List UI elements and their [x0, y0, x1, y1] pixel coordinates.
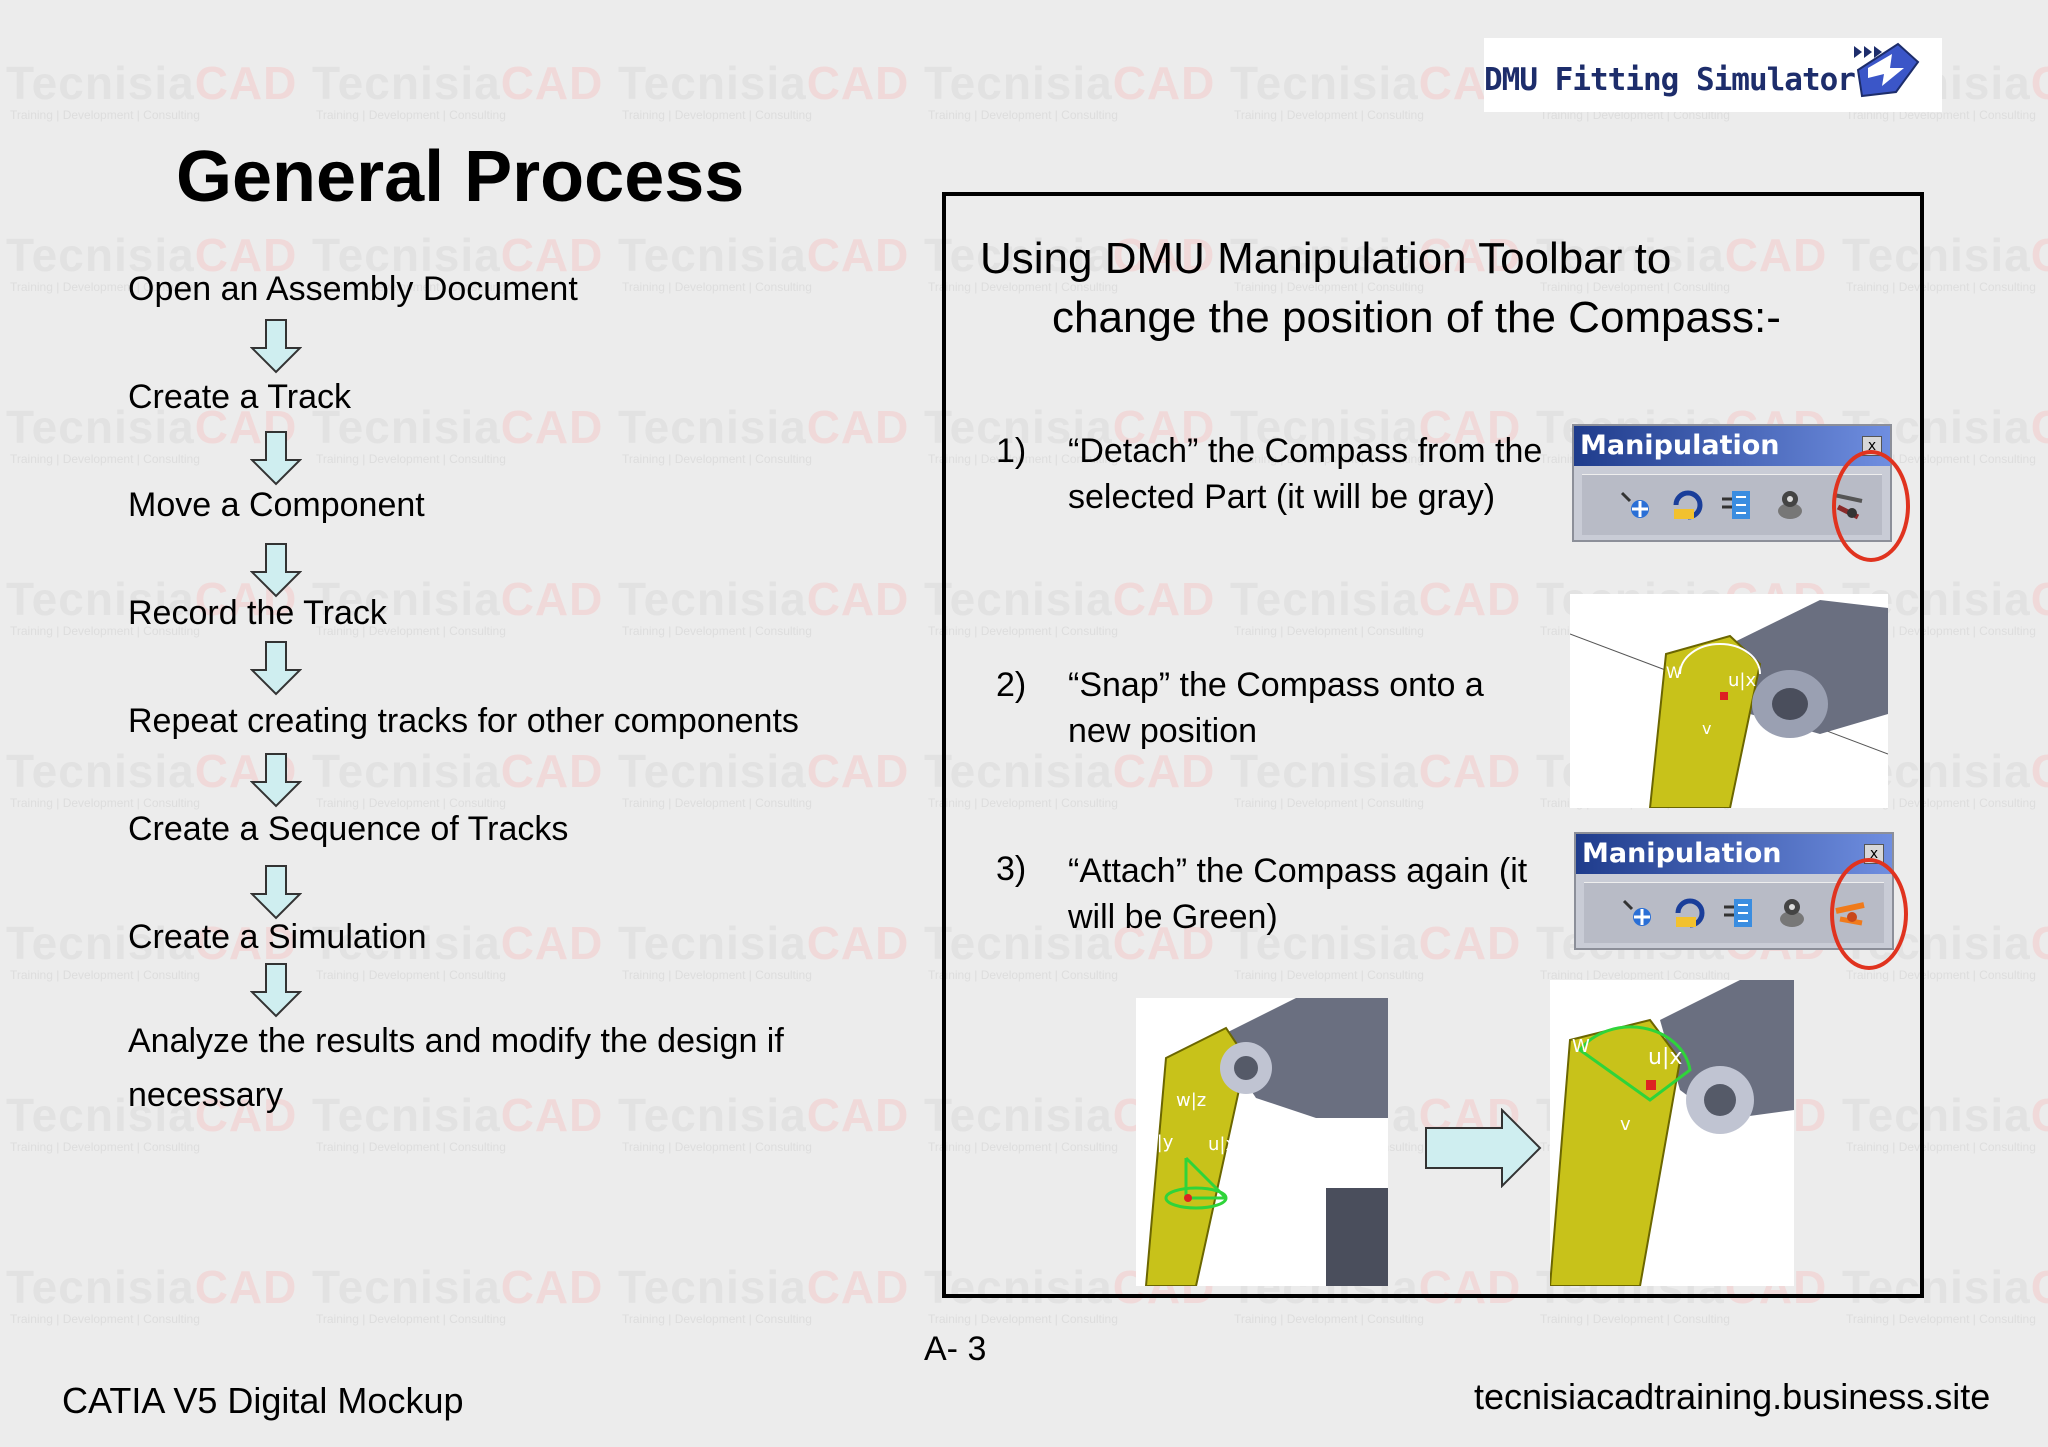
- snap-compass-render: W u|x v: [1570, 594, 1888, 808]
- down-arrow-icon: [250, 543, 302, 598]
- compass-label-vy: v|y: [1146, 1132, 1174, 1153]
- flow-step-create-simulation: Create a Simulation: [128, 918, 427, 956]
- compass-label-w: W: [1666, 663, 1682, 682]
- compass-label-wz: w|z: [1176, 1090, 1206, 1111]
- compass-label-w: W: [1572, 1036, 1590, 1057]
- compass-label-v: v: [1702, 719, 1711, 738]
- magnet-icon[interactable]: [1772, 893, 1812, 933]
- edit-compass-icon[interactable]: [1718, 485, 1758, 525]
- flow-step-analyze-results: Analyze the results and modify the desig…: [128, 1022, 784, 1114]
- snap-icon[interactable]: [1670, 893, 1710, 933]
- compass-label-ux: u|x: [1208, 1134, 1236, 1155]
- manipulate-icon[interactable]: [1618, 893, 1658, 933]
- snap-icon[interactable]: [1668, 485, 1708, 525]
- instruction-panel: [942, 192, 1924, 1298]
- step-number: 3): [996, 850, 1027, 888]
- manipulate-icon[interactable]: [1616, 485, 1656, 525]
- compass-label-ux: u|x: [1648, 1045, 1682, 1070]
- logo-text: DMU Fitting Simulator: [1484, 62, 1856, 98]
- toolbar-title: Manipulation: [1574, 426, 1890, 466]
- flow-step-move-component: Move a Component: [128, 486, 425, 524]
- footer-course-title: CATIA V5 Digital Mockup: [62, 1380, 464, 1421]
- compass-label-ux: u|x: [1728, 670, 1756, 691]
- panel-heading-line-2: change the position of the Compass:-: [1052, 293, 1781, 342]
- down-arrow-icon: [250, 431, 302, 486]
- panel-heading-line-1: Using DMU Manipulation Toolbar to: [980, 234, 1672, 283]
- logo-arrows-icon: [1854, 42, 1920, 98]
- down-arrow-icon: [250, 753, 302, 808]
- step-attach-text: “Attach” the Compass again (it will be G…: [1068, 852, 1528, 936]
- attached-compass-render: W u|x v: [1550, 980, 1794, 1286]
- toolbar-title: Manipulation: [1576, 834, 1892, 874]
- page-title: General Process: [176, 137, 745, 217]
- down-arrow-icon: [250, 641, 302, 696]
- compass-label-v: v: [1620, 1114, 1631, 1135]
- flow-step-create-track: Create a Track: [128, 378, 351, 416]
- attach-highlight-ring: [1830, 858, 1908, 970]
- flow-step-record-track: Record the Track: [128, 594, 387, 632]
- flow-step-open-assembly: Open an Assembly Document: [128, 270, 578, 308]
- magnet-icon[interactable]: [1770, 485, 1810, 525]
- detach-highlight-ring: [1832, 450, 1910, 562]
- down-arrow-icon: [250, 865, 302, 920]
- down-arrow-icon: [250, 963, 302, 1018]
- down-arrow-icon: [250, 319, 302, 374]
- edit-compass-icon[interactable]: [1720, 893, 1760, 933]
- page-number: A- 3: [924, 1330, 987, 1368]
- flow-step-repeat-tracks: Repeat creating tracks for other compone…: [128, 702, 799, 740]
- flow-step-create-sequence: Create a Sequence of Tracks: [128, 810, 569, 848]
- step-number: 1): [996, 432, 1027, 470]
- step-detach-text: “Detach” the Compass from the selected P…: [1068, 432, 1543, 516]
- right-arrow-icon: [1425, 1108, 1542, 1188]
- footer-website[interactable]: tecnisiacadtraining.business.site: [1474, 1376, 1991, 1417]
- detached-compass-render: w|z v|y u|x: [1136, 998, 1388, 1286]
- step-number: 2): [996, 666, 1027, 704]
- step-snap-text: “Snap” the Compass onto a new position: [1068, 666, 1484, 750]
